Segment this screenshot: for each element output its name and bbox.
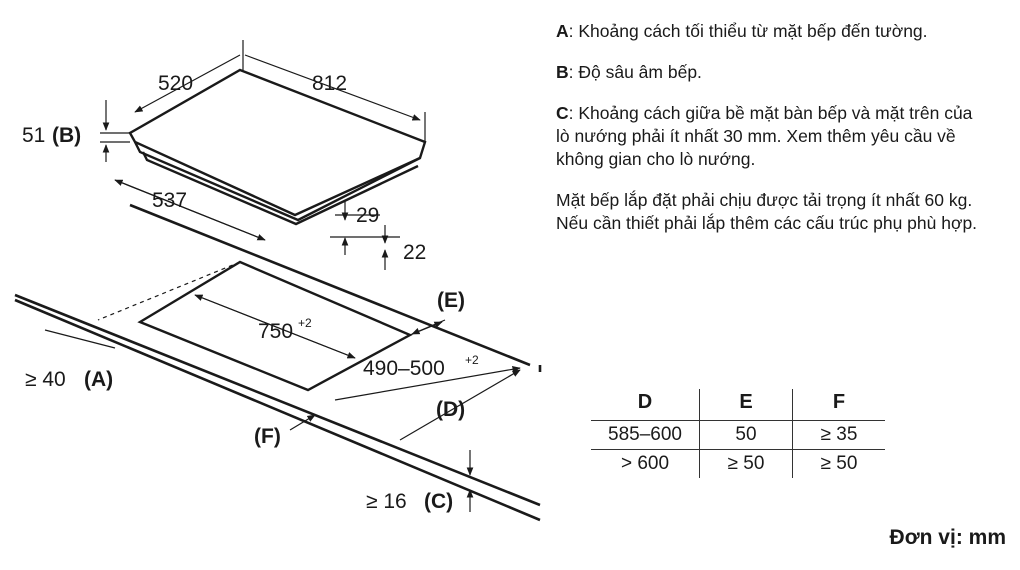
cutout-outline	[137, 260, 413, 392]
table-row: 585–600 50 ≥ 35	[591, 420, 885, 450]
note-a: A: Khoảng cách tối thiểu từ mặt bếp đến …	[556, 20, 986, 43]
cutout-depth-tolerance: +2	[465, 353, 479, 367]
distance-c-value: ≥ 16	[366, 490, 407, 513]
cutout-width-label: 750	[258, 320, 293, 343]
note-b-text: : Độ sâu âm bếp.	[568, 62, 702, 82]
inner-depth-label: 537	[152, 189, 187, 212]
notes-panel: A: Khoảng cách tối thiểu từ mặt bếp đến …	[556, 20, 986, 253]
table-header-e: E	[699, 389, 793, 421]
key-d: (D)	[436, 398, 465, 421]
key-c: (C)	[424, 490, 453, 513]
unit-label: Đơn vị: mm	[889, 526, 1006, 549]
table-cell: 585–600	[591, 420, 700, 450]
depth-b-value: 51	[22, 124, 45, 147]
height-22-label: 22	[403, 241, 426, 264]
table-cell: ≥ 50	[699, 449, 793, 478]
dimension-lines	[44, 40, 521, 512]
table-header-row: D E F	[591, 389, 885, 421]
note-b-key: B	[556, 62, 569, 82]
note-c-text: : Khoảng cách giữa bề mặt bàn bếp và mặt…	[556, 103, 973, 169]
table-header-f: F	[792, 389, 885, 421]
table-cell: ≥ 35	[792, 420, 885, 450]
worktop-lines	[14, 203, 542, 522]
cutout-depth-label: 490–500	[363, 357, 445, 380]
hob-width-label: 812	[312, 72, 347, 95]
dashed-guide	[97, 261, 241, 321]
cutout-width-tolerance: +2	[298, 316, 312, 330]
installation-diagram: 520 812 51 (B) 537 29 22 (E) 750 +2 490–…	[14, 40, 542, 522]
table-cell: > 600	[591, 449, 700, 478]
hob-depth-label: 520	[158, 72, 193, 95]
note-c-key: C	[556, 103, 569, 123]
table-row: > 600 ≥ 50 ≥ 50	[591, 449, 885, 478]
table-header-d: D	[637, 391, 653, 413]
dimension-table: D E F 585–600 50 ≥ 35 > 600 ≥ 50 ≥ 50	[591, 389, 885, 478]
note-c: C: Khoảng cách giữa bề mặt bàn bếp và mặ…	[556, 102, 986, 171]
table-cell: ≥ 50	[792, 449, 885, 478]
note-b: B: Độ sâu âm bếp.	[556, 61, 986, 84]
note-a-text: : Khoảng cách tối thiểu từ mặt bếp đến t…	[568, 21, 928, 41]
note-load: Mặt bếp lắp đặt phải chịu được tải trọng…	[556, 190, 978, 233]
height-29-label: 29	[356, 204, 379, 227]
key-f: (F)	[254, 425, 281, 448]
note-a-key: A	[556, 21, 569, 41]
distance-a-value: ≥ 40	[25, 368, 66, 391]
depth-b-key: (B)	[52, 124, 81, 147]
table-cell: 50	[699, 420, 793, 450]
key-a: (A)	[84, 368, 113, 391]
key-e: (E)	[437, 289, 465, 312]
